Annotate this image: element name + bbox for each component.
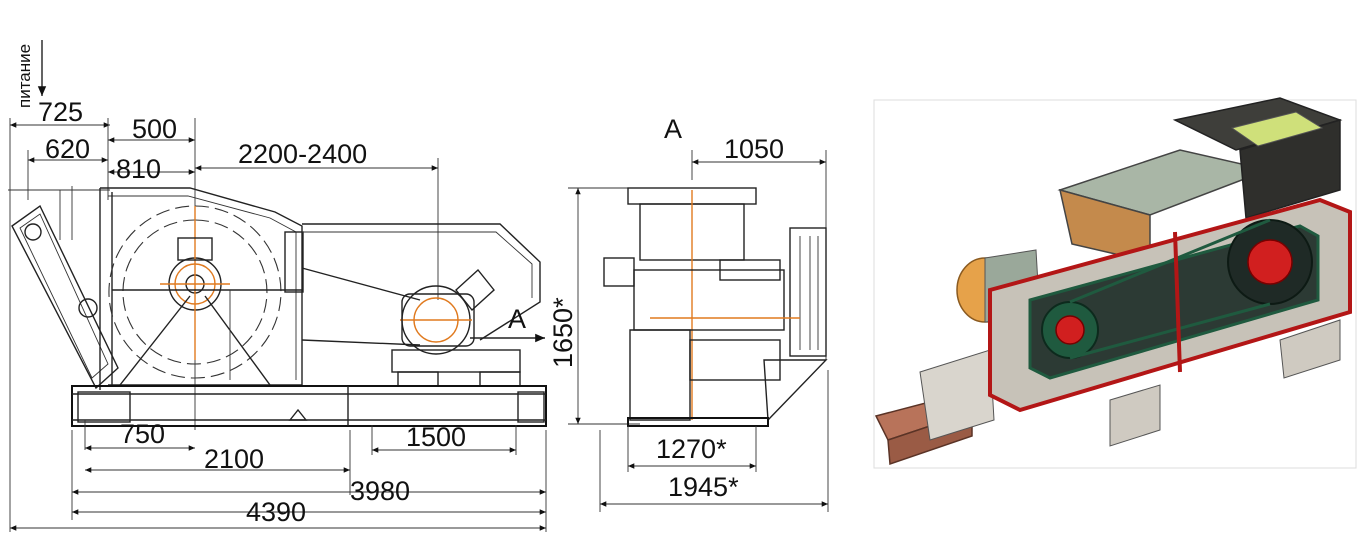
dim-2100: 2100 [204, 444, 264, 474]
dim-1650: 1650* [548, 297, 578, 368]
dim-4390: 4390 [246, 497, 306, 527]
dim-810: 810 [116, 154, 161, 184]
dim-3980: 3980 [350, 476, 410, 506]
dim-2200-2400: 2200-2400 [238, 139, 367, 169]
front-view: питание 725 500 620 810 2200-2400 [8, 40, 547, 532]
dim-1500: 1500 [406, 422, 466, 452]
dim-750: 750 [120, 419, 165, 449]
dim-725: 725 [38, 97, 83, 127]
bottom-dimension-lines [9, 200, 547, 532]
dim-1945: 1945* [668, 472, 739, 502]
dim-620: 620 [45, 134, 90, 164]
dim-1050: 1050 [724, 134, 784, 164]
dim-500: 500 [132, 114, 177, 144]
feed-label: питание [15, 44, 34, 108]
crusher-housing [99, 187, 304, 390]
side-view-a: A 1050 1650* 1270* 1945* [548, 114, 829, 512]
machine-3d-render [873, 97, 1357, 469]
base-frame [71, 385, 547, 427]
view-a-title: A [664, 114, 682, 144]
view-a-marker: A [508, 304, 526, 334]
feed-chute [11, 186, 119, 390]
dim-1270: 1270* [656, 434, 727, 464]
